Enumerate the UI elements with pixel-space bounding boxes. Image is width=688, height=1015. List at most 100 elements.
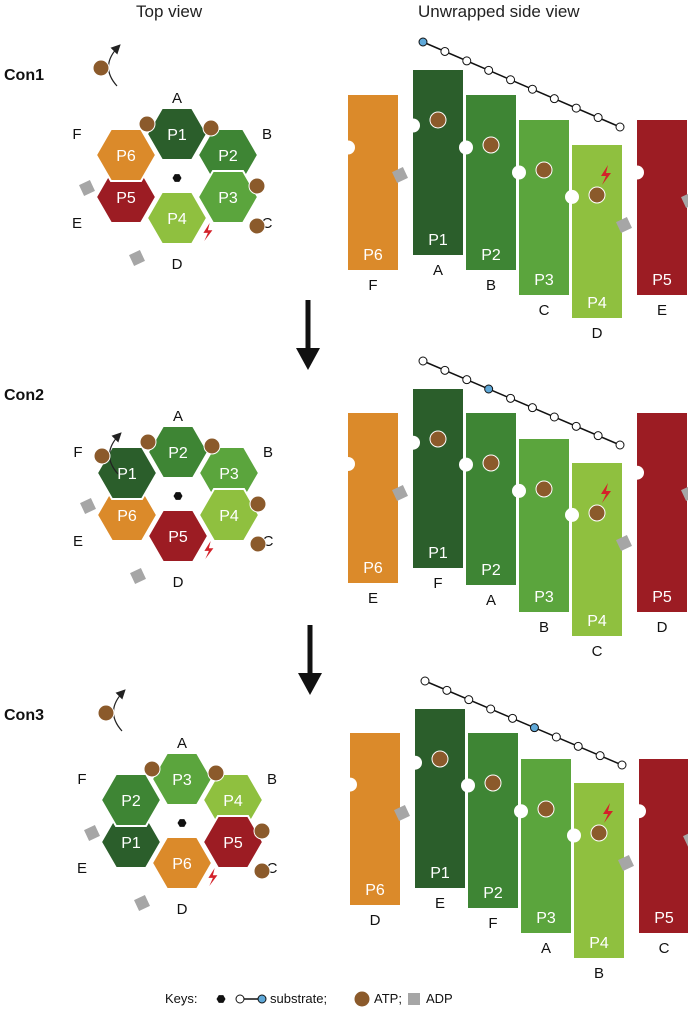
lightning-icon xyxy=(208,868,218,886)
substrate-line xyxy=(422,41,621,128)
column-position-label: A xyxy=(433,262,443,279)
atp-icon xyxy=(590,824,608,842)
notch-icon xyxy=(512,165,526,180)
column-p5 xyxy=(637,413,687,612)
subunit-label: P3 xyxy=(172,772,192,789)
column-position-label: E xyxy=(435,895,445,912)
state-label: Con3 xyxy=(4,707,44,724)
substrate-node-icon xyxy=(615,440,625,450)
position-label: B xyxy=(262,126,272,143)
substrate-node-icon xyxy=(484,65,494,75)
adp-icon xyxy=(130,568,146,584)
substrate-node-icon xyxy=(257,994,267,1004)
subunit-label: P5 xyxy=(116,190,136,207)
atp-icon xyxy=(588,504,606,522)
adp-icon xyxy=(616,535,632,551)
substrate-node-icon xyxy=(486,704,496,714)
notch-icon xyxy=(567,828,581,843)
position-label: B xyxy=(263,444,273,461)
subunit-label: P2 xyxy=(121,793,141,810)
column-p4 xyxy=(574,783,624,958)
notch-icon xyxy=(406,435,420,450)
column-label: P1 xyxy=(430,865,450,882)
notch-icon xyxy=(565,507,579,522)
position-label: C xyxy=(263,533,274,550)
substrate-line xyxy=(424,680,623,766)
atp-icon xyxy=(139,433,157,451)
hexagon-p3 xyxy=(150,752,214,806)
column-label: P2 xyxy=(481,247,501,264)
atp-icon xyxy=(429,111,447,129)
atp-icon xyxy=(253,822,271,840)
substrate-node-icon xyxy=(462,375,472,385)
position-label: B xyxy=(267,771,277,788)
adp-icon xyxy=(392,485,408,501)
column-p4 xyxy=(572,463,622,636)
notch-icon xyxy=(630,465,644,480)
pore-icon xyxy=(172,174,182,182)
position-label: C xyxy=(267,860,278,877)
substrate-node-icon xyxy=(418,356,428,366)
adp-icon xyxy=(129,250,145,266)
column-label: P4 xyxy=(587,613,607,630)
position-label: D xyxy=(172,256,183,273)
subunit-label: P5 xyxy=(223,835,243,852)
atp-icon xyxy=(248,177,266,195)
atp-icon xyxy=(482,136,500,154)
substrate-node-icon xyxy=(593,113,603,123)
column-p1 xyxy=(413,70,463,255)
subunit-label: P1 xyxy=(167,127,187,144)
subunit-label: P4 xyxy=(223,793,243,810)
column-label: P6 xyxy=(363,247,383,264)
subunit-label: P3 xyxy=(219,466,239,483)
state-label: Con1 xyxy=(4,67,44,84)
substrate-node-icon xyxy=(595,751,605,761)
adp-icon xyxy=(84,825,100,841)
column-p2 xyxy=(466,413,516,585)
column-position-label: D xyxy=(592,325,603,342)
position-label: E xyxy=(77,860,87,877)
atp-icon xyxy=(249,495,267,513)
position-label: A xyxy=(173,408,183,425)
atp-icon xyxy=(97,704,115,722)
pore-icon xyxy=(177,819,187,827)
column-p1 xyxy=(415,709,465,888)
column-position-label: A xyxy=(541,940,551,957)
subunit-label: P1 xyxy=(117,466,137,483)
column-p6 xyxy=(348,413,398,583)
hexagon-p3 xyxy=(196,170,260,224)
adp-icon xyxy=(80,498,96,514)
atp-icon xyxy=(203,437,221,455)
column-position-label: F xyxy=(488,915,497,932)
substrate-node-icon xyxy=(549,94,559,104)
column-position-label: A xyxy=(486,592,496,609)
substrate-node-icon xyxy=(508,713,518,723)
substrate-node-icon xyxy=(527,403,537,413)
lightning-icon xyxy=(603,803,613,823)
adp-icon xyxy=(616,217,632,233)
substrate-node-icon xyxy=(549,412,559,422)
state-label: Con2 xyxy=(4,387,44,404)
subunit-label: P2 xyxy=(168,445,188,462)
keys-substrate: substrate; xyxy=(270,991,327,1006)
column-label: P6 xyxy=(365,882,385,899)
column-position-label: B xyxy=(594,965,604,982)
atp-icon xyxy=(484,774,502,792)
column-p3 xyxy=(519,120,569,295)
column-label: P3 xyxy=(534,589,554,606)
pore-icon xyxy=(173,492,183,500)
notch-icon xyxy=(406,118,420,133)
notch-icon xyxy=(461,778,475,793)
position-label: E xyxy=(73,533,83,550)
keys-label: Keys: xyxy=(165,991,198,1006)
substrate-node-icon xyxy=(571,421,581,431)
notch-icon xyxy=(341,457,355,471)
substrate-node-icon xyxy=(418,37,428,47)
column-p6 xyxy=(350,733,400,905)
lightning-icon xyxy=(204,541,214,559)
column-position-label: F xyxy=(433,575,442,592)
